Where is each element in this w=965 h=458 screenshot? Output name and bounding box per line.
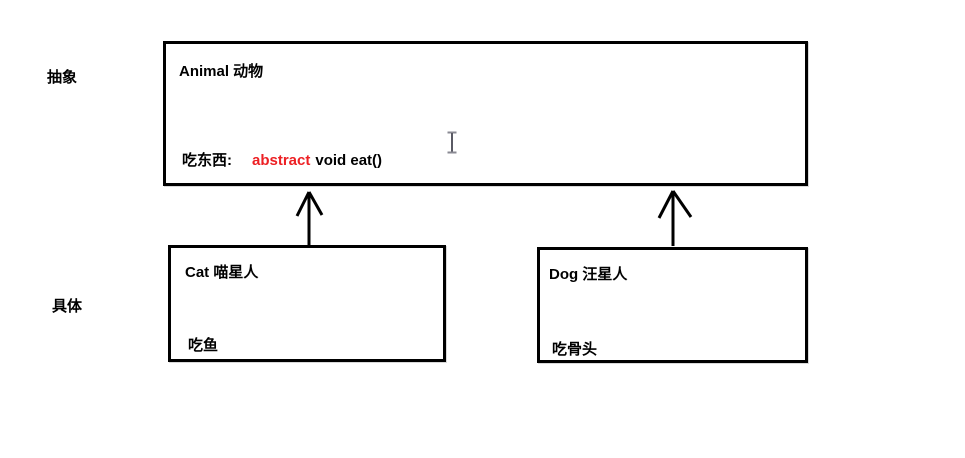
cat-box-title: Cat 喵星人 bbox=[185, 264, 259, 281]
dog-method: 吃骨头 bbox=[552, 341, 598, 358]
inheritance-arrow-dog[interactable] bbox=[657, 188, 693, 248]
label-abstract: 抽象 bbox=[47, 69, 78, 86]
cat-method: 吃鱼 bbox=[188, 337, 219, 354]
abstract-keyword: abstract bbox=[252, 152, 311, 169]
label-concrete: 具体 bbox=[52, 298, 83, 315]
dog-box-title: Dog 汪星人 bbox=[549, 266, 628, 283]
inheritance-arrow-cat[interactable] bbox=[293, 189, 327, 247]
animal-box-title: Animal 动物 bbox=[179, 63, 264, 80]
dog-class-box[interactable]: Dog 汪星人 吃骨头 bbox=[537, 247, 808, 363]
animal-method-signature: void eat() bbox=[315, 152, 383, 169]
animal-method-label: 吃东西: bbox=[182, 152, 232, 169]
cat-class-box[interactable]: Cat 喵星人 吃鱼 bbox=[168, 245, 446, 362]
text-ibeam-cursor-icon bbox=[447, 131, 457, 154]
